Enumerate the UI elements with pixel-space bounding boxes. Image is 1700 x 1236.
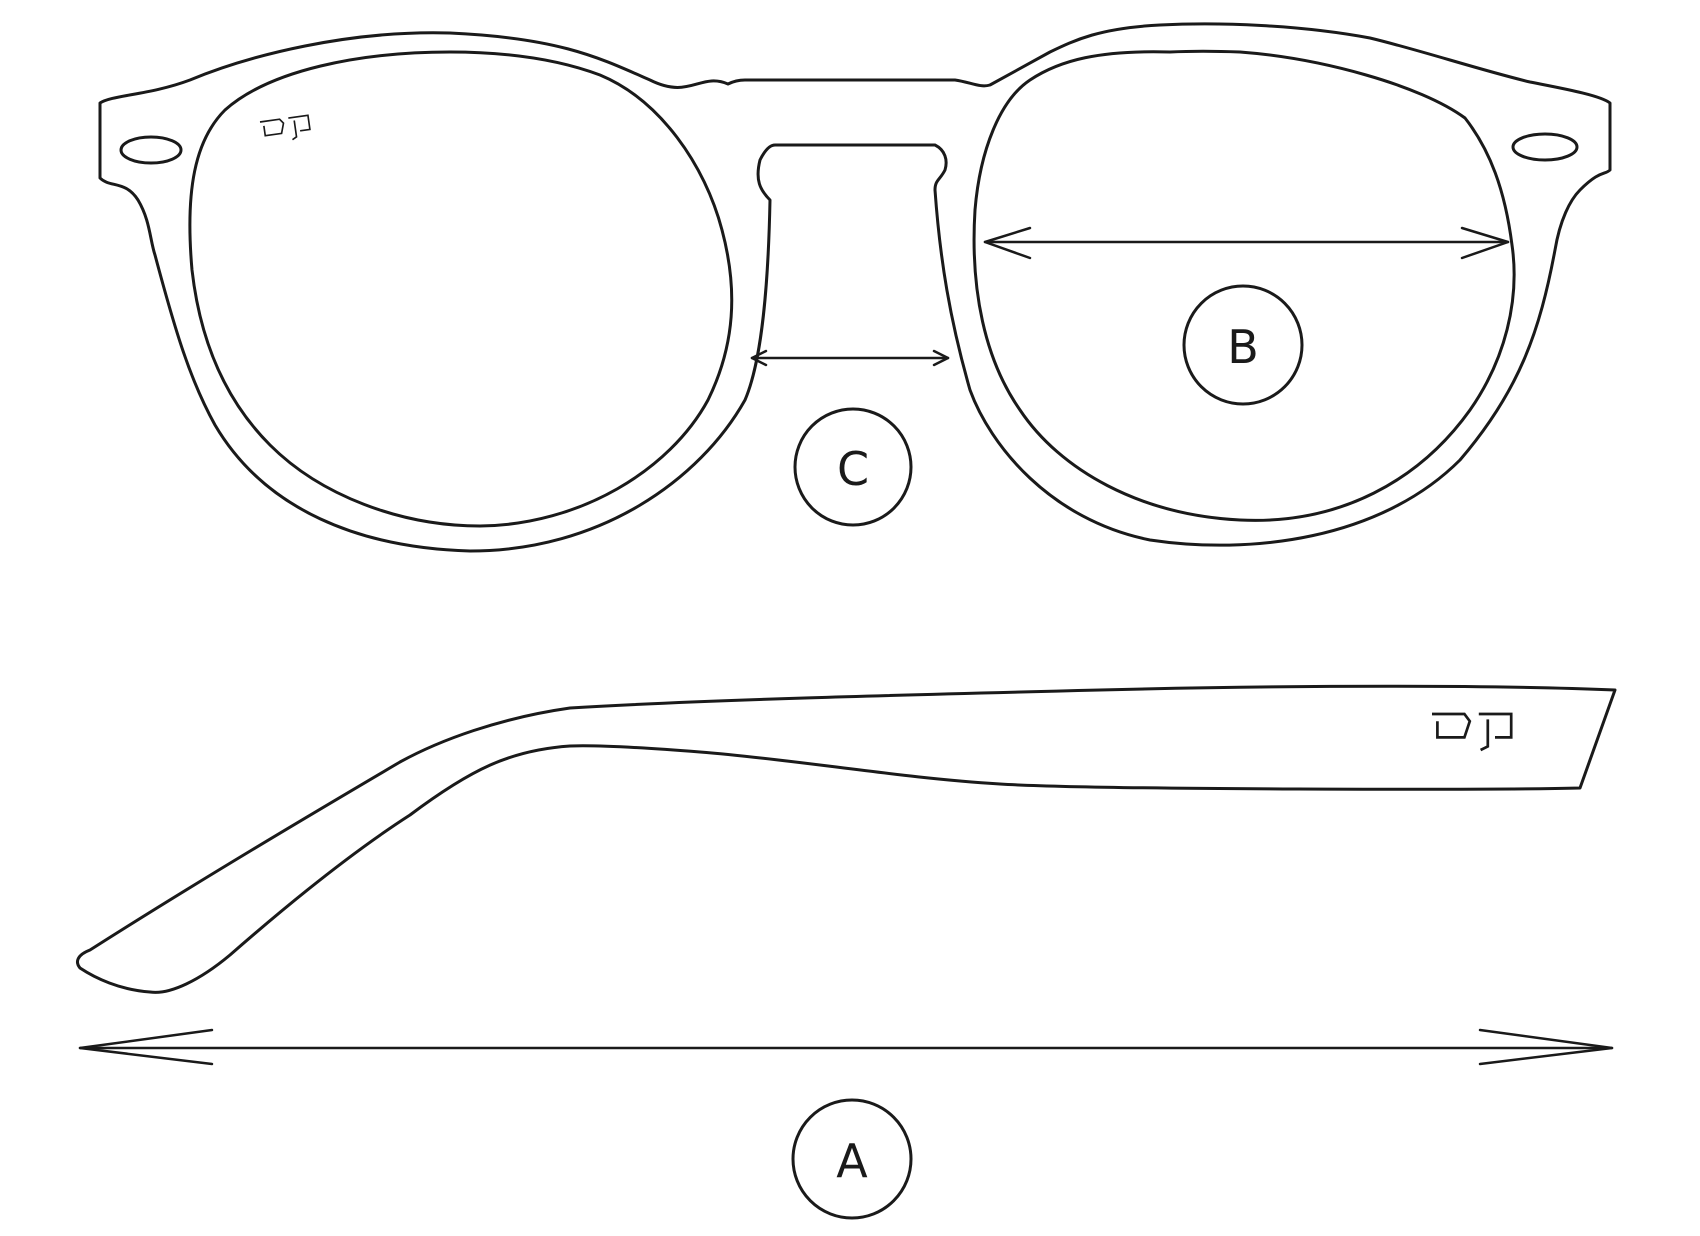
dimension-a-badge bbox=[791, 1098, 913, 1220]
dimension-c-arrow-left bbox=[750, 349, 768, 367]
dimension-b: B bbox=[983, 226, 1510, 406]
right-hinge-hole bbox=[1511, 132, 1579, 162]
dimension-b-badge bbox=[1182, 284, 1304, 406]
dimension-c-badge bbox=[793, 407, 913, 527]
frame-front-view bbox=[98, 22, 1612, 553]
brand-logo-temple bbox=[1432, 712, 1513, 752]
dimension-c: C bbox=[750, 349, 950, 527]
dimension-a-arrow-left bbox=[78, 1028, 214, 1066]
right-lens bbox=[972, 49, 1516, 522]
temple-arm-outline bbox=[76, 684, 1617, 994]
dimension-b-arrow-right bbox=[1460, 226, 1510, 260]
left-hinge-hole bbox=[119, 135, 183, 165]
left-lens bbox=[188, 50, 734, 528]
dimension-a-arrow-right bbox=[1478, 1028, 1614, 1066]
dimension-b-arrow-left bbox=[983, 226, 1032, 260]
dimension-a-label: A bbox=[836, 1134, 868, 1188]
brand-logo-small bbox=[259, 114, 311, 141]
dimension-c-arrow-right bbox=[932, 349, 950, 367]
dimension-b-label: B bbox=[1227, 320, 1259, 374]
frame-front-outline bbox=[98, 22, 1612, 553]
dimension-a: A bbox=[78, 1028, 1614, 1220]
dimension-c-label: C bbox=[837, 442, 869, 496]
temple-arm-side-view bbox=[76, 684, 1617, 994]
